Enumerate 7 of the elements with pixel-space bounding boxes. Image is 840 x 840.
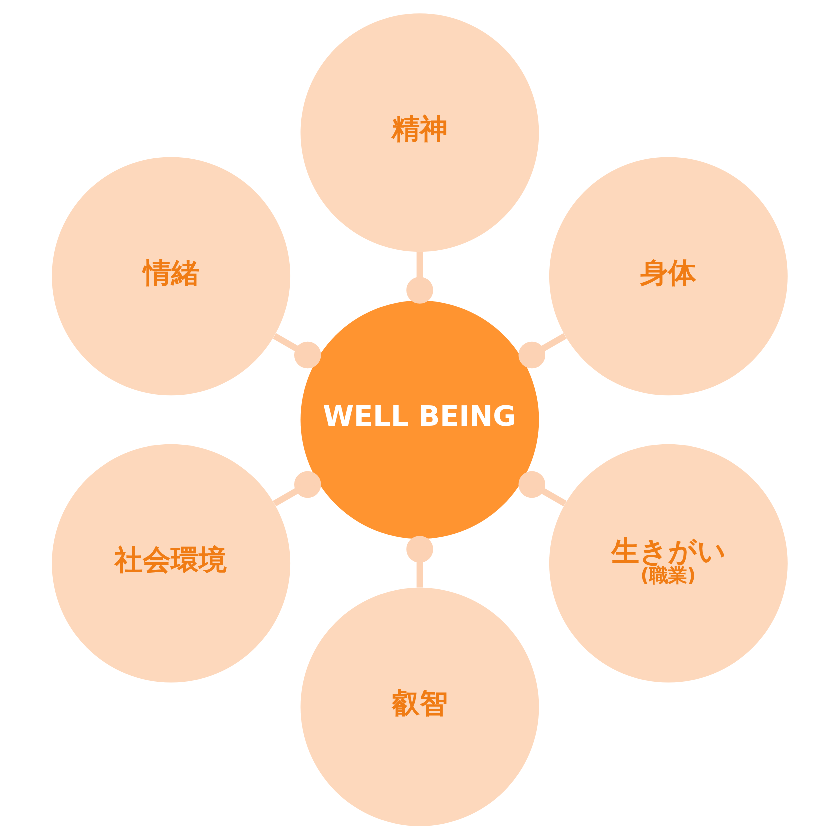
node-circle: 社会環境 <box>52 444 291 683</box>
node-circle: 生きがい (職業) <box>549 444 788 683</box>
node-circle: WELL BEING <box>300 300 540 540</box>
node-circle: 叡智 <box>300 588 540 826</box>
node-circle: 身体 <box>549 157 788 396</box>
node-circle: 精神 <box>300 14 540 252</box>
node-circle: 情緒 <box>52 157 291 396</box>
